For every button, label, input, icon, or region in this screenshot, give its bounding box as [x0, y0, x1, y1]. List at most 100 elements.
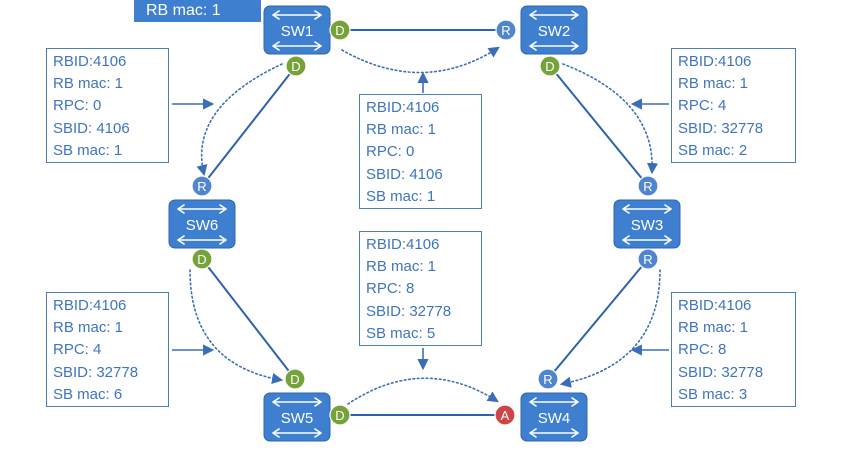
info-sb-mac: SB mac: 5	[366, 324, 436, 342]
info-sb-mac: SB mac: 1	[53, 141, 123, 159]
info-rbid: RBID:4106	[366, 99, 440, 116]
switch-label: SW2	[538, 23, 571, 40]
switch-label: SW1	[281, 23, 314, 40]
info-sbid: SBID: 4106	[53, 119, 130, 137]
port-letter: R	[643, 252, 652, 267]
switch-sw6[interactable]: SW6	[168, 199, 236, 249]
info-rb-mac: RB mac: 1	[366, 121, 437, 139]
switch-sw5[interactable]: SW5	[263, 392, 331, 442]
port-badge	[637, 248, 659, 270]
info-box-left-bottom: RBID:4106 RB mac: 1 RPC: 4 SBID: 32778 S…	[46, 292, 169, 407]
port-letter: D	[197, 252, 206, 267]
flow-sw3-to-sw4	[559, 269, 661, 388]
switch-body	[168, 199, 236, 249]
info-sbid: SBID: 32778	[366, 302, 452, 320]
info-box-center-bottom: RBID:4106 RB mac: 1 RPC: 8 SBID: 32778 S…	[359, 231, 482, 346]
port-badge	[191, 175, 213, 197]
port-badge	[191, 248, 213, 270]
info-box-left-top: RBID:4106 RB mac: 1 RPC: 0 SBID: 4106 SB…	[46, 48, 169, 163]
info-rbid: RBID:4106	[678, 297, 752, 314]
port-root-p5: R	[637, 175, 659, 197]
info-rb-mac: RB mac: 1	[53, 319, 124, 337]
switch-label: SW5	[281, 410, 314, 427]
port-badge	[539, 55, 561, 77]
port-designated-p9: D	[284, 368, 306, 390]
port-badge	[494, 404, 516, 426]
info-rbid: RBID:4106	[53, 297, 127, 314]
flow-sw5-to-sw4	[347, 377, 499, 405]
port-letter: D	[545, 59, 554, 74]
info-sb-mac: SB mac: 2	[678, 141, 748, 159]
port-letter: D	[291, 59, 300, 74]
rb-mac-banner: RB mac: 1	[134, 0, 261, 22]
port-designated-p4: D	[539, 55, 561, 77]
info-sbid: SBID: 32778	[678, 119, 764, 137]
info-box-right-top: RBID:4106 RB mac: 1 RPC: 4 SBID: 32778 S…	[671, 48, 796, 163]
switch-label: SW4	[538, 410, 571, 427]
info-rpc: RPC: 0	[53, 97, 102, 115]
info-sbid: SBID: 32778	[53, 363, 139, 381]
port-letter: R	[543, 372, 552, 387]
info-sb-mac: SB mac: 6	[53, 385, 123, 403]
info-rpc: RPC: 0	[366, 143, 415, 161]
switch-label: SW3	[631, 217, 664, 234]
switch-sw3[interactable]: SW3	[613, 199, 681, 249]
switch-sw4[interactable]: SW4	[520, 392, 588, 442]
info-rb-mac: RB mac: 1	[53, 75, 124, 93]
switch-arrows-icon	[529, 397, 579, 438]
port-badge	[495, 19, 517, 41]
flow-sw6-to-sw5	[189, 269, 284, 384]
links-layer	[201, 29, 649, 416]
info-box-right-bottom: RBID:4106 RB mac: 1 RPC: 8 SBID: 32778 S…	[671, 292, 796, 407]
info-rbid: RBID:4106	[53, 53, 127, 70]
port-designated-p12: D	[329, 404, 351, 426]
port-badge	[537, 368, 559, 390]
info-sbid: SBID: 4106	[366, 165, 443, 183]
info-box-center-top: RBID:4106 RB mac: 1 RPC: 0 SBID: 4106 SB…	[359, 94, 482, 209]
sw1-sw6-link	[201, 65, 297, 187]
port-letter: R	[501, 23, 510, 38]
ports-layer: D R D D R R D R D A R D	[191, 19, 659, 426]
flow-sw1-to-sw2	[341, 46, 500, 74]
info-sb-mac: SB mac: 3	[678, 385, 748, 403]
port-letter: R	[643, 179, 652, 194]
port-letter: D	[290, 372, 299, 387]
switch-body	[613, 199, 681, 249]
switch-sw2[interactable]: SW2	[520, 5, 588, 55]
info-rbid: RBID:4106	[678, 53, 752, 70]
port-root-p11: R	[537, 368, 559, 390]
flow-sw1-to-sw6	[196, 63, 283, 177]
port-badge	[329, 19, 351, 41]
switch-arrows-icon	[272, 10, 322, 51]
flow-sw2-to-sw3	[562, 63, 659, 175]
port-root-p6: R	[191, 175, 213, 197]
port-designated-p7: D	[191, 248, 213, 270]
switch-sw1[interactable]: SW1	[263, 5, 331, 55]
switch-arrows-icon	[272, 397, 322, 438]
port-letter: D	[335, 23, 344, 38]
switch-arrows-icon	[622, 204, 672, 245]
info-rpc: RPC: 8	[678, 341, 727, 359]
sw2-sw3-link	[549, 65, 649, 187]
port-letter: D	[335, 408, 344, 423]
port-letter: A	[501, 408, 510, 423]
port-letter: R	[197, 179, 206, 194]
port-badge	[329, 404, 351, 426]
port-root-p2: R	[495, 19, 517, 41]
sw6-sw5-link	[201, 258, 296, 380]
port-badge	[285, 55, 307, 77]
info-sbid: SBID: 32778	[678, 363, 764, 381]
info-rb-mac: RB mac: 1	[678, 319, 749, 337]
info-rpc: RPC: 8	[366, 280, 415, 298]
port-alternate-p10: A	[494, 404, 516, 426]
info-rpc: RPC: 4	[53, 341, 102, 359]
port-badge	[637, 175, 659, 197]
info-rb-mac: RB mac: 1	[366, 258, 437, 276]
switch-body	[520, 5, 588, 55]
info-rpc: RPC: 4	[678, 97, 727, 115]
switch-label: SW6	[186, 217, 219, 234]
info-rbid: RBID:4106	[366, 236, 440, 253]
info-rb-mac: RB mac: 1	[678, 75, 749, 93]
